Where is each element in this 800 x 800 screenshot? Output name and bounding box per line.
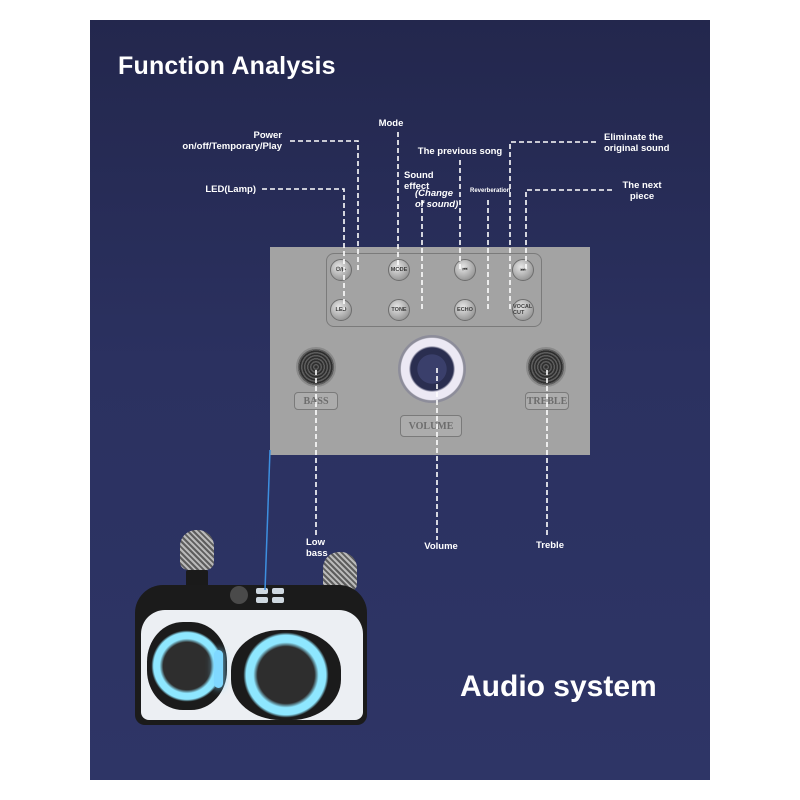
label-sound-effect: Sound effect [404, 170, 434, 192]
label-led: LED(Lamp) [205, 184, 256, 195]
button-strip [326, 253, 542, 327]
echo-button[interactable]: ECHO [454, 299, 476, 321]
label-change-of-sound: (Change of sound) [415, 188, 459, 210]
brand-text: Audio system [460, 670, 657, 703]
line-led [262, 188, 345, 310]
led-button[interactable]: LED [330, 299, 352, 321]
label-next-piece: The next piece [622, 180, 662, 202]
treble-knob[interactable] [526, 347, 566, 387]
volume-knob[interactable] [398, 335, 466, 403]
mode-button[interactable]: MODE [388, 259, 410, 281]
speaker-right-driver [231, 630, 341, 720]
label-mode: Mode [378, 118, 404, 129]
label-reverberation: Reverberation [470, 188, 511, 194]
line-power [290, 140, 359, 270]
pointer-line [264, 449, 271, 591]
control-panel: ⏻/▶ MODE ⏮ ⏭ LED TONE ECHO VOCAL CUT BAS… [270, 247, 590, 455]
next-piece-button[interactable]: ⏭ [512, 259, 534, 281]
label-treble: Treble [536, 540, 564, 551]
tone-button[interactable]: TONE [388, 299, 410, 321]
label-eliminate: Eliminate the original sound [604, 132, 670, 154]
speaker-center-light [214, 650, 223, 688]
line-next-piece [525, 189, 612, 270]
power-play-button[interactable]: ⏻/▶ [330, 259, 352, 281]
speaker-top-controls [230, 586, 300, 606]
label-previous-song: The previous song [417, 146, 503, 157]
page-title: Function Analysis [118, 52, 336, 80]
vocal-cut-button[interactable]: VOCAL CUT [512, 299, 534, 321]
volume-plate: VOLUME [400, 415, 462, 437]
bass-plate: BASS [294, 392, 338, 410]
label-low-bass: Low bass [306, 537, 328, 559]
label-volume: Volume [424, 541, 458, 552]
label-power: Power on/off/Temporary/Play [182, 130, 282, 152]
treble-plate: TREBLE [525, 392, 569, 410]
line-eliminate [509, 141, 596, 310]
speaker-left-driver [147, 622, 227, 710]
speaker-illustration [135, 530, 370, 730]
